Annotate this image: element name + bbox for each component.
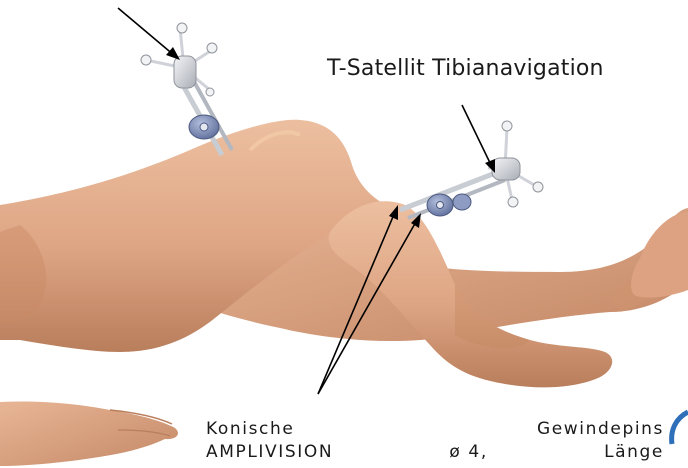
pins-label-line-1: Konische Gewindepins (206, 418, 664, 441)
pins-word-gewindepins: Gewindepins (537, 418, 664, 441)
tibia-clamps (427, 194, 471, 216)
pins-word-laenge: Länge (604, 441, 664, 464)
femur-clamp (189, 115, 219, 139)
edge-ring (672, 412, 688, 444)
pins-word-konische: Konische (206, 418, 294, 441)
pins-word-diameter: ø 4, (449, 441, 487, 464)
arrow-femur-satellite (118, 8, 180, 60)
tibia-satellite-label: T-Satellit Tibianavigation (327, 56, 604, 81)
hand (0, 401, 178, 466)
pins-label-line-2: AMPLIVISION ø 4, Länge (206, 441, 664, 464)
femur-satellite (141, 23, 232, 155)
arrow-tibia-satellite (462, 105, 495, 173)
threaded-pins-label: Konische Gewindepins AMPLIVISION ø 4, Lä… (206, 418, 664, 464)
tibia-satellite (400, 121, 543, 218)
pins-word-amplivision: AMPLIVISION (206, 441, 333, 464)
